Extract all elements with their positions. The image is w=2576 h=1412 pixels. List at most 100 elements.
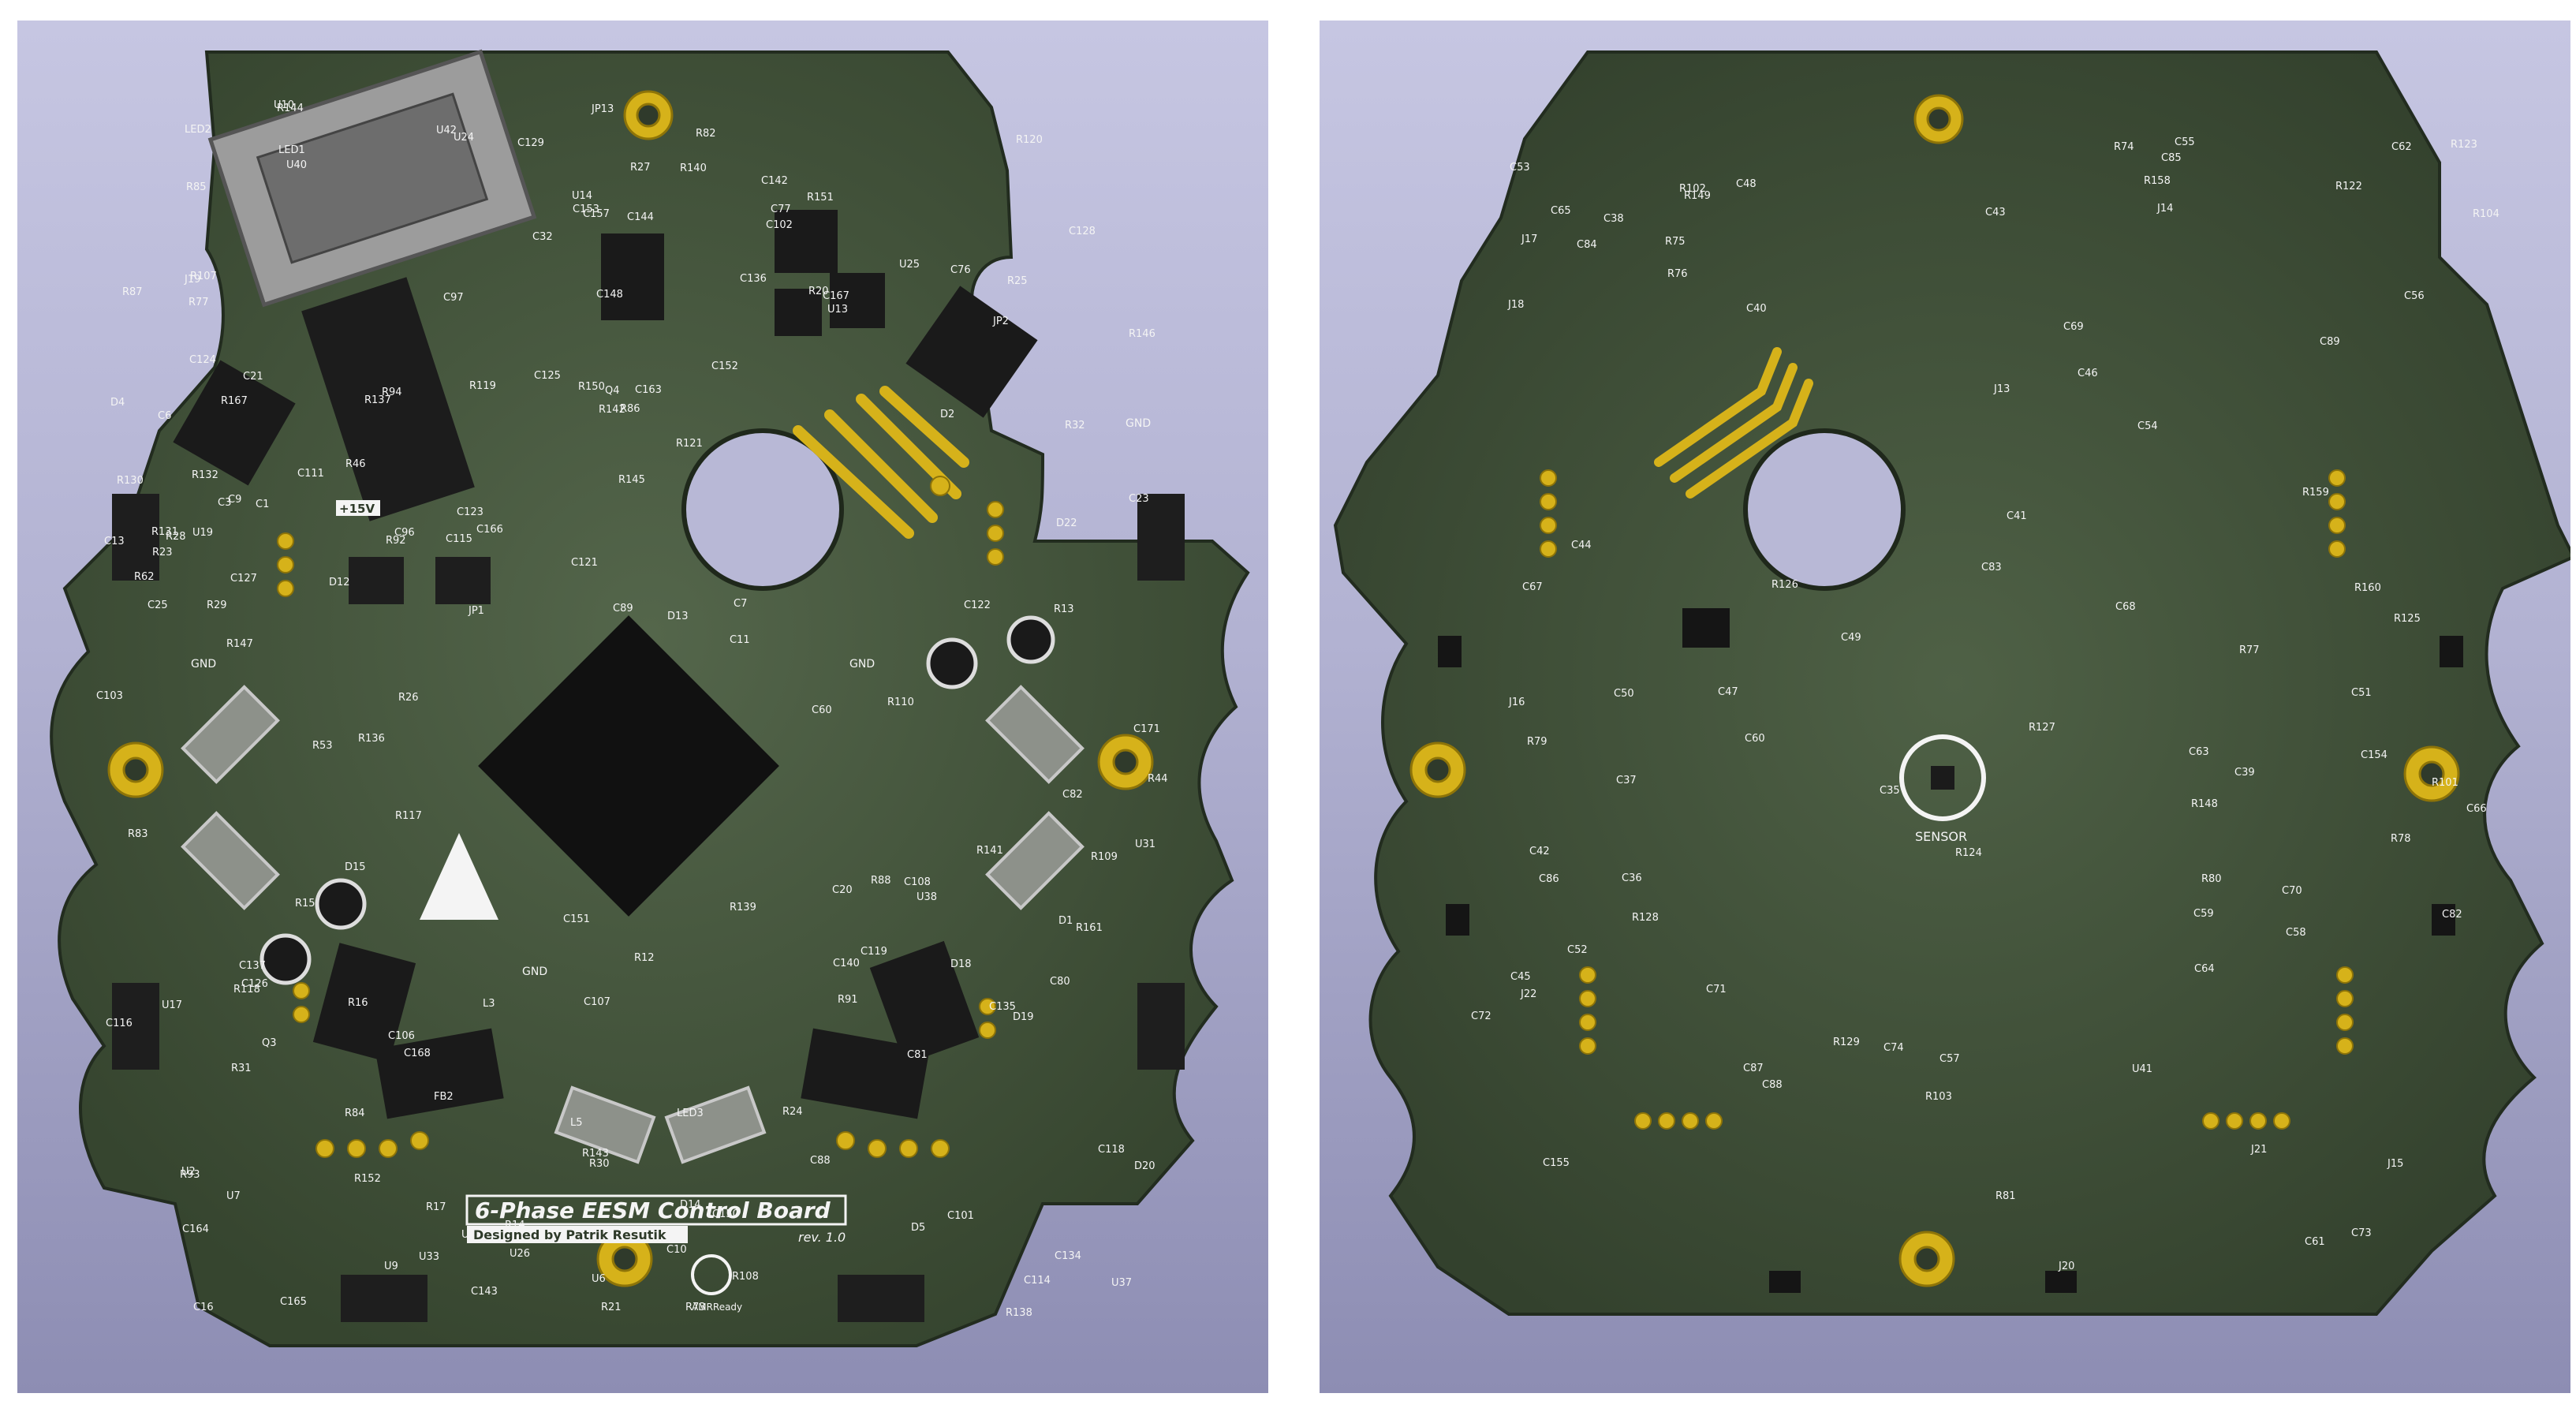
refdes-label: C114 — [1024, 1275, 1051, 1287]
refdes-label: R101 — [2432, 777, 2458, 789]
refdes-label: C76 — [950, 264, 971, 276]
refdes-label: R107 — [190, 271, 217, 282]
refdes-label: C16 — [193, 1302, 214, 1313]
refdes-label: C60 — [812, 704, 832, 716]
refdes-label: C49 — [1841, 632, 1861, 644]
refdes-label: R78 — [2391, 833, 2411, 845]
refdes-label: R119 — [469, 380, 496, 392]
refdes-label: U9 — [384, 1261, 398, 1272]
refdes-label: R77 — [189, 297, 209, 308]
refdes-label: U37 — [1111, 1277, 1132, 1289]
refdes-label: C137 — [239, 960, 266, 972]
refdes-label: C43 — [1985, 207, 2006, 219]
refdes-label: C142 — [761, 175, 788, 187]
amr-logo-text: AMRReady — [692, 1302, 742, 1313]
refdes-label: R138 — [1006, 1307, 1032, 1319]
refdes-label: L3 — [483, 998, 495, 1010]
refdes-label: C6 — [158, 410, 171, 422]
refdes-label: C128 — [1069, 226, 1096, 237]
refdes-label: U2 — [181, 1166, 196, 1178]
refdes-label: R92 — [386, 535, 406, 547]
refdes-label: C70 — [2282, 885, 2302, 897]
refdes-label: R146 — [1129, 328, 1155, 340]
refdes-label: C122 — [964, 600, 991, 611]
refdes-label: C144 — [627, 211, 654, 223]
refdes-label: C116 — [106, 1018, 133, 1029]
refdes-label: C125 — [534, 370, 561, 382]
refdes-label: J22 — [1520, 988, 1536, 1000]
refdes-label: R130 — [117, 475, 144, 487]
refdes-label: C167 — [823, 290, 849, 302]
refdes-label: C148 — [596, 289, 623, 301]
refdes-label: R158 — [2144, 175, 2171, 187]
refdes-label: C164 — [182, 1223, 209, 1235]
refdes-label: R21 — [601, 1302, 622, 1313]
refdes-label: R129 — [1833, 1037, 1860, 1048]
refdes-label: R29 — [207, 600, 227, 611]
refdes-label: D18 — [950, 958, 972, 970]
refdes-label: R73 — [685, 1302, 706, 1313]
sensor-ring — [1899, 734, 1986, 821]
refdes-label: R31 — [231, 1063, 252, 1074]
designer-box — [467, 1226, 688, 1243]
refdes-label: R25 — [1007, 275, 1028, 287]
refdes-label: JP1 — [468, 605, 484, 617]
refdes-label: C47 — [1718, 686, 1738, 698]
refdes-label: R167 — [221, 395, 248, 407]
refdes-label: C20 — [832, 884, 853, 896]
refdes-label: C58 — [2286, 927, 2306, 939]
pcb-front-render: R167U2C7C168R151C163C167U40U37R147R146C1… — [50, 49, 1250, 1347]
capacitors-electrolytic — [259, 615, 1055, 985]
refdes-label: R15 — [295, 898, 315, 910]
refdes-label: R145 — [618, 474, 645, 486]
refdes-label: C73 — [2351, 1227, 2372, 1239]
mounting-hole-center-back — [1743, 428, 1906, 591]
refdes-label: U19 — [192, 527, 213, 539]
refdes-label: C126 — [241, 978, 268, 990]
refdes-label: J16 — [1508, 697, 1525, 708]
refdes-label: C127 — [230, 573, 257, 585]
refdes-label: C57 — [1939, 1053, 1960, 1065]
refdes-label: U17 — [162, 999, 182, 1011]
pin-headers-back — [1540, 469, 2354, 1130]
refdes-label: C140 — [833, 958, 860, 969]
refdes-label: U7 — [226, 1190, 241, 1202]
refdes-label: R128 — [1632, 912, 1659, 924]
refdes-label: R102 — [1679, 183, 1706, 195]
refdes-label: C87 — [1743, 1063, 1764, 1074]
ic-packages — [112, 494, 1185, 1322]
refdes-label: C48 — [1736, 178, 1757, 190]
refdes-label: C25 — [147, 600, 168, 611]
refdes-label: R81 — [1995, 1190, 2016, 1202]
refdes-label: R20 — [808, 286, 829, 297]
mounting-pads-back — [1409, 94, 2460, 1287]
refdes-label: C107 — [584, 996, 610, 1008]
refdes-label: C111 — [297, 468, 324, 480]
refdes-label: LED1 — [278, 144, 305, 156]
revision-label: rev. 1.0 — [798, 1230, 846, 1245]
gnd-label-1: GND — [191, 658, 216, 671]
power-components — [173, 210, 1038, 1119]
refdes-label: R160 — [2354, 582, 2381, 594]
refdes-label: C69 — [2063, 321, 2084, 333]
refdes-label: D13 — [667, 611, 689, 622]
refdes-label: D5 — [911, 1222, 925, 1234]
refdes-label: C103 — [96, 690, 123, 702]
refdes-label: Q4 — [605, 385, 620, 397]
refdes-label: D19 — [1013, 1011, 1034, 1023]
refdes-label: R149 — [1684, 190, 1711, 202]
voltage-label-box — [336, 500, 380, 516]
refdes-label: C82 — [1062, 789, 1083, 801]
refdes-label: C39 — [2234, 767, 2255, 779]
refdes-label: R82 — [696, 128, 716, 140]
refdes-label: C143 — [471, 1286, 498, 1298]
refdes-label: C129 — [517, 137, 544, 149]
refdes-label: J21 — [2250, 1144, 2267, 1156]
refdes-label: R17 — [426, 1201, 446, 1213]
refdes-label: C40 — [1746, 303, 1767, 315]
refdes-label: C118 — [1098, 1144, 1125, 1156]
refdes-label: C115 — [446, 533, 472, 545]
refdes-label: J13 — [1993, 383, 2010, 395]
refdes-label: R161 — [1076, 922, 1103, 934]
smd-switches-back — [1438, 608, 2463, 1293]
